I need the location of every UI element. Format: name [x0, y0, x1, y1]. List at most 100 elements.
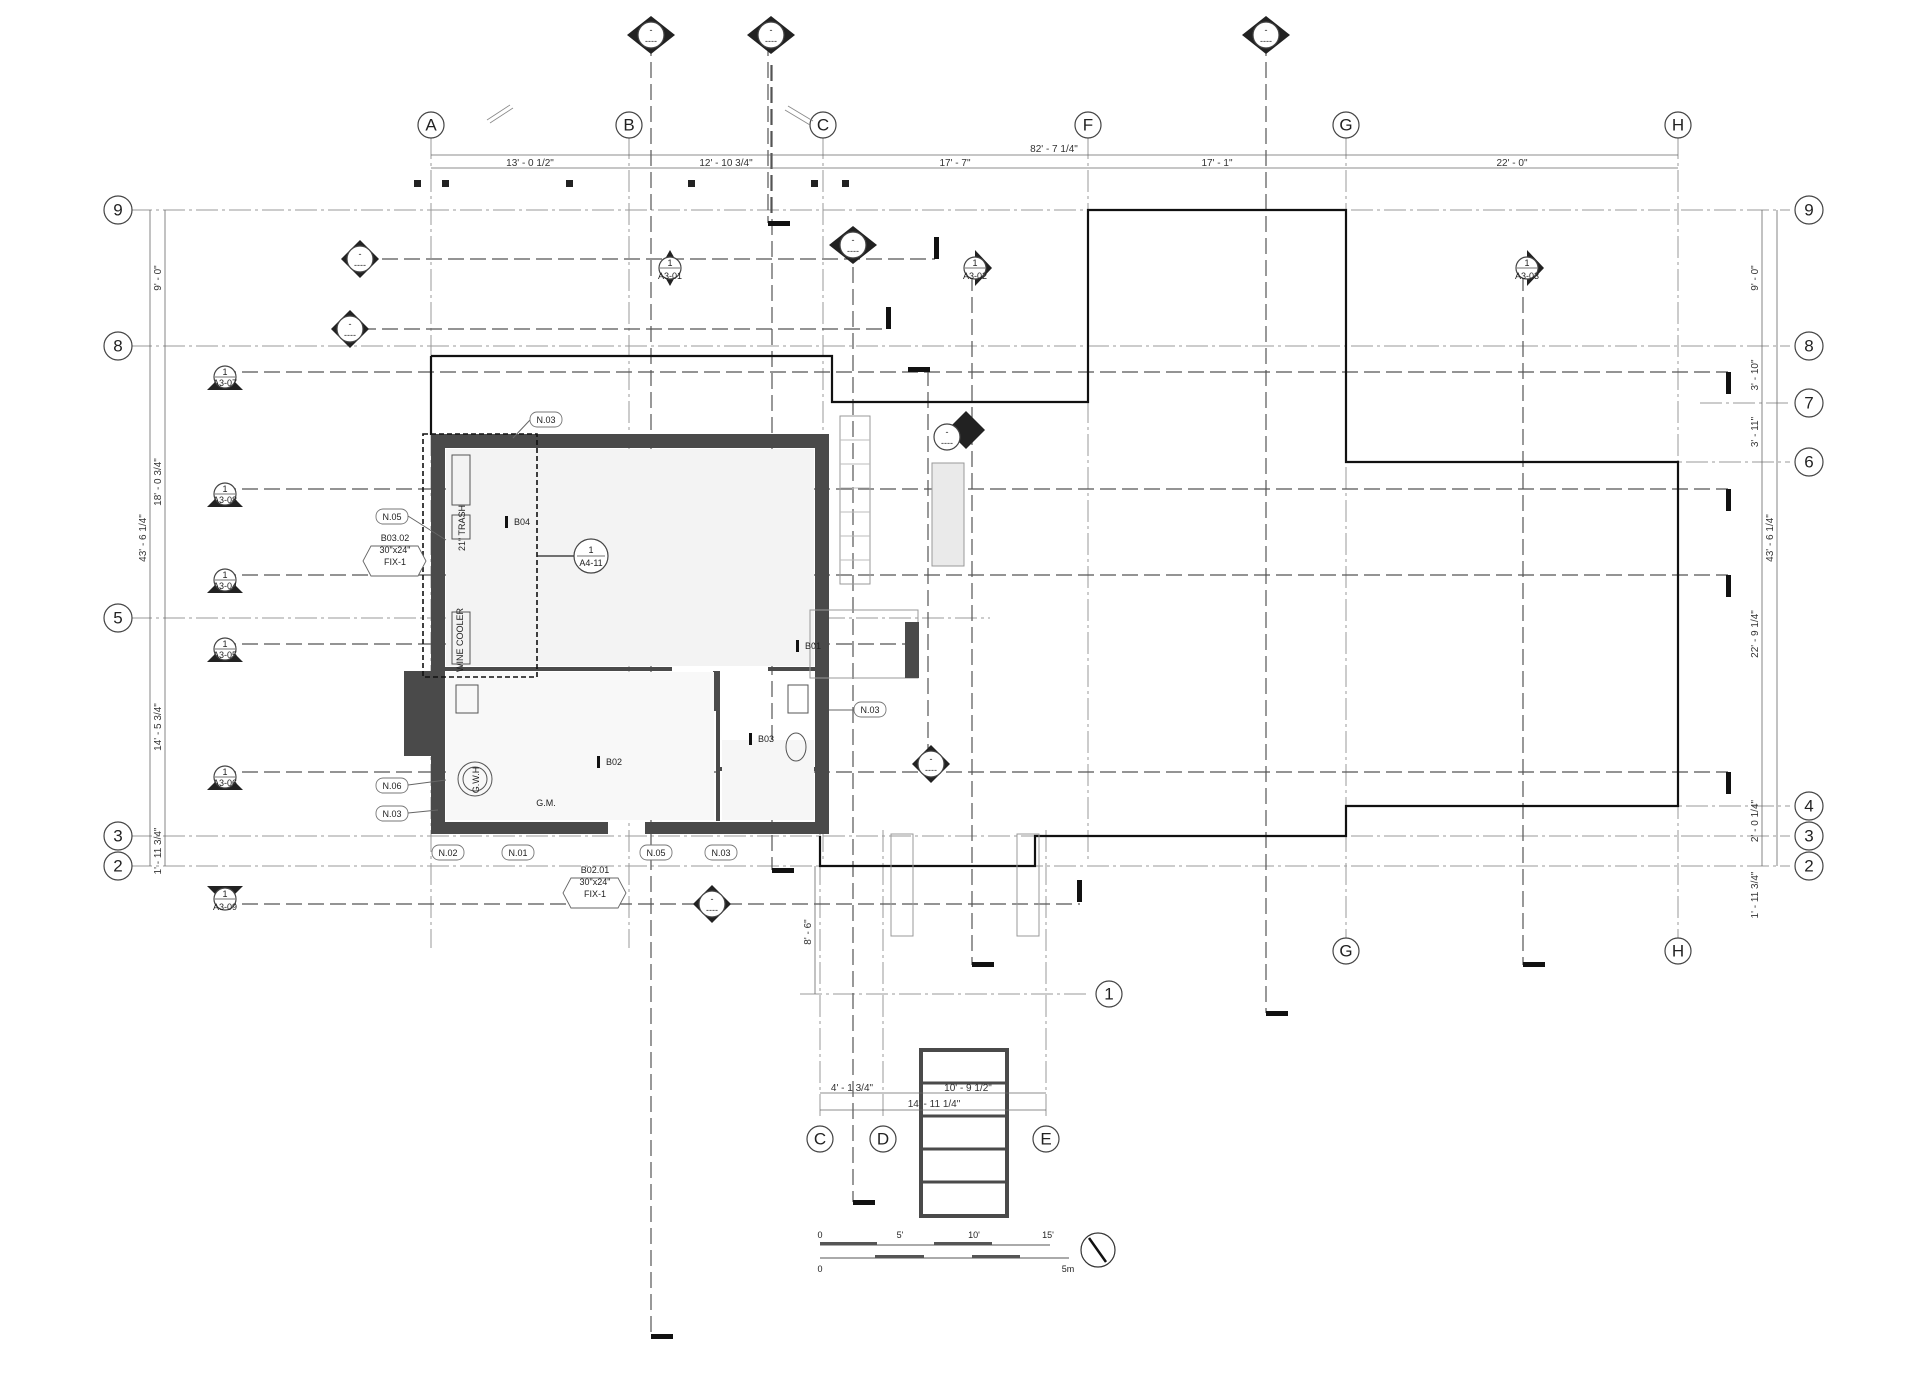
dim-detail-right: 10' - 9 1/2": [944, 1083, 992, 1094]
grid-bubble-col-H: H: [1664, 111, 1692, 139]
grid-label: 4: [1804, 797, 1813, 816]
grid-bubble-row-2-left: 2: [103, 851, 133, 881]
grid-bubbles-left: 9 8 5 3 2: [103, 195, 133, 881]
grid-bubble-row-9-right: 9: [1794, 195, 1824, 225]
section-mark-A3-06: 1 A3-06: [207, 765, 243, 790]
grid-label: 1: [1104, 985, 1113, 1004]
svg-text:B02.01: B02.01: [581, 865, 610, 875]
grid-bubble-row-8-left: 8: [103, 331, 133, 361]
svg-text:N.03: N.03: [382, 809, 401, 819]
keynote-n06: N.06: [375, 777, 447, 794]
section-num: 1: [222, 484, 227, 494]
dim-seg: 2' - 0 1/4": [1750, 799, 1761, 842]
grid-bubble-col-F: F: [1074, 111, 1102, 139]
svg-text:----: ----: [941, 438, 953, 448]
keynote-n03-bottom: N.03: [704, 844, 738, 861]
scale-tick: 15': [1042, 1230, 1054, 1240]
section-num: 1: [222, 889, 227, 899]
room-tag-B02: B02: [597, 756, 622, 768]
dim-detail-left: 4' - 1 3/4": [831, 1083, 874, 1094]
svg-text:FIX-1: FIX-1: [584, 889, 606, 899]
grid-label: 2: [113, 857, 122, 876]
svg-text:B03.02: B03.02: [381, 533, 410, 543]
grid-label: G: [1339, 116, 1352, 135]
svg-text:-: -: [770, 25, 773, 35]
grid-bubble-row-2-right: 2: [1794, 851, 1824, 881]
blank-mark: -----: [912, 745, 950, 783]
dim-seg: 14' - 5 3/4": [153, 703, 164, 751]
grid-bubble-col-C-detail: C: [806, 1125, 834, 1153]
svg-text:N.05: N.05: [382, 512, 401, 522]
svg-text:N.06: N.06: [382, 781, 401, 791]
svg-text:----: ----: [1260, 36, 1272, 46]
grid-bubble-col-B: B: [615, 111, 643, 139]
section-num: 1: [222, 570, 227, 580]
section-mark-A3-04: 1 A3-04: [207, 568, 243, 593]
scale-tick: 10': [968, 1230, 980, 1240]
svg-text:B03: B03: [758, 734, 774, 744]
grid-label: F: [1083, 116, 1093, 135]
grid-bubbles-bottom: G H C D E 1: [806, 937, 1692, 1153]
dimensions-right: 43' - 6 1/4" 9' - 0" 3' - 10" 3' - 11" 2…: [1750, 210, 1778, 918]
grid-label: H: [1672, 942, 1684, 961]
dimensions-left: 43' - 6 1/4" 9' - 0" 18' - 0 3/4" 14' - …: [138, 210, 166, 874]
grid-bubble-col-H-bottom: H: [1664, 937, 1692, 965]
svg-text:B04: B04: [514, 517, 530, 527]
grid-label: 9: [1804, 201, 1813, 220]
section-mark-A3-02: 1 A3-02: [963, 250, 992, 286]
wine-cooler-label: WINE COOLER: [455, 608, 465, 673]
scale-tick: 5': [897, 1230, 904, 1240]
detail-sheet: A4-11: [579, 558, 602, 568]
grid-bubble-row-9-left: 9: [103, 195, 133, 225]
dim-seg: 1' - 11 3/4": [153, 827, 164, 874]
section-mark-A3-08: 1 A3-08: [207, 482, 243, 507]
grid-label: B: [623, 116, 634, 135]
north-arrow-icon: [1080, 1232, 1116, 1268]
section-sheet: A3-09: [213, 902, 237, 912]
fixture-labels: G.W.H G.M. WINE COOLER 21" TRASH: [455, 505, 556, 808]
grid-bubble-row-1-detail: 1: [1095, 980, 1123, 1008]
blank-markers: ----- ----- ----- ----- ----- ----- ----…: [331, 16, 1290, 923]
svg-text:B02: B02: [606, 757, 622, 767]
grid-bubble-row-3-left: 3: [103, 821, 133, 851]
grid-label: G: [1339, 942, 1352, 961]
section-num: 1: [972, 258, 977, 268]
grid-bubble-col-E-detail: E: [1032, 1125, 1060, 1153]
top-markers: [414, 180, 849, 187]
section-sheet: A3-03: [1515, 271, 1539, 281]
dim-seg: 9' - 0": [1750, 265, 1761, 291]
section-num: 1: [667, 258, 672, 268]
room-tag-B03: B03: [749, 733, 774, 745]
keynote-n03-left: N.03: [375, 805, 439, 822]
grid-label: C: [814, 1130, 826, 1149]
grid-bubble-col-D-detail: D: [869, 1125, 897, 1153]
stairs: [809, 415, 1040, 1218]
svg-text:N.02: N.02: [438, 848, 457, 858]
blank-mark: -----: [1242, 16, 1290, 54]
dim-seg: 18' - 0 3/4": [153, 458, 164, 506]
dim-seg: 3' - 11": [1750, 416, 1761, 447]
dim-seg: 12' - 10 3/4": [699, 158, 753, 169]
svg-text:N.05: N.05: [646, 848, 665, 858]
dim-seg: 1' - 11 3/4": [1750, 871, 1761, 918]
dim-detail-vertical: 8' - 6": [803, 919, 814, 945]
basement-walls: [404, 434, 829, 834]
svg-text:----: ----: [706, 905, 718, 915]
section-num: 1: [222, 367, 227, 377]
grid-lines: [130, 137, 1790, 1120]
keynote-n05-bottom: N.05: [639, 844, 673, 861]
grid-label: H: [1672, 116, 1684, 135]
section-sheet: A3-04: [213, 581, 237, 591]
grid-bubble-col-G: G: [1332, 111, 1360, 139]
section-markers: 1 A3-01 1 A3-02 1 A3-03 1 A3-07: [207, 250, 1544, 912]
water-heater-label: G.W.H: [471, 767, 481, 794]
keynote-n01: N.01: [501, 844, 535, 861]
blank-mark: -----: [331, 310, 369, 348]
grid-bubble-row-3-right: 3: [1794, 821, 1824, 851]
scale-tick: 5m: [1062, 1264, 1075, 1274]
svg-text:-: -: [349, 319, 352, 329]
svg-text:N.03: N.03: [536, 415, 555, 425]
svg-text:N.01: N.01: [508, 848, 527, 858]
room-tag-B04: B04: [505, 516, 530, 528]
svg-text:----: ----: [847, 246, 859, 256]
